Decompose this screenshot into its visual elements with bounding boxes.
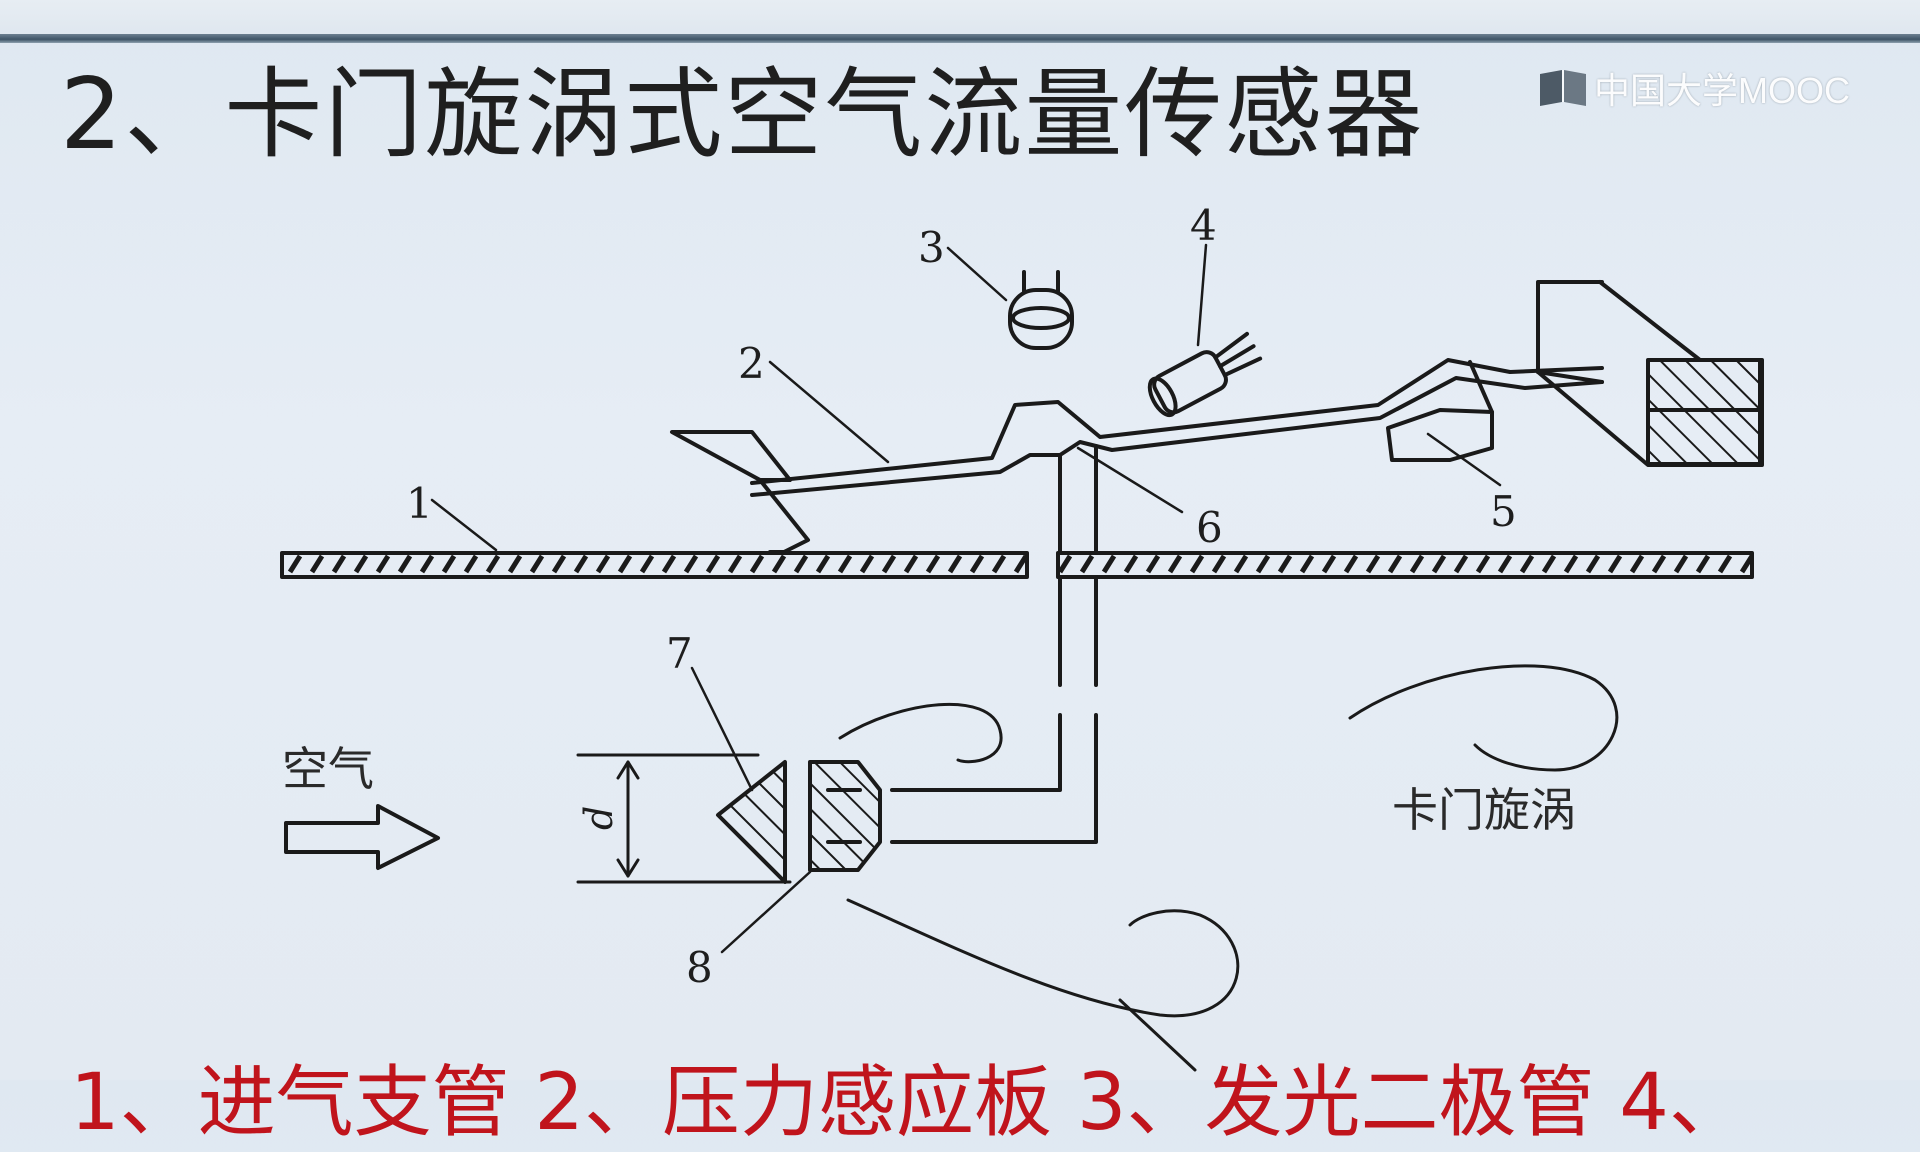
top-rule — [0, 34, 1920, 43]
karman-vortex-sensor-diagram: 1 2 3 4 5 6 7 8 d 空气 卡门旋涡 — [280, 201, 1764, 1072]
karman-vortex-curves — [838, 664, 1619, 1072]
dimension-d — [576, 753, 792, 884]
mooc-logo: 中国大学MOOC — [1538, 66, 1850, 111]
label-air: 空气 — [282, 742, 374, 796]
led-emitter — [1008, 270, 1074, 350]
air-flow-arrow — [284, 804, 440, 870]
mooc-book-icon — [1540, 70, 1586, 106]
label-karman-vortex: 卡门旋涡 — [1392, 783, 1576, 837]
label-part-3: 3 — [918, 223, 945, 272]
vortex-generator — [716, 760, 882, 884]
phototransistor — [1147, 331, 1263, 418]
slide-title: 2、卡门旋涡式空气流量传感器 — [60, 58, 1425, 172]
leader-lines — [430, 243, 1502, 954]
pressure-plate — [670, 358, 1604, 554]
label-part-5: 5 — [1490, 487, 1517, 536]
label-part-2: 2 — [738, 339, 765, 388]
part-labels: 1 2 3 4 5 6 7 8 d 空气 卡门旋涡 — [282, 201, 1576, 992]
intake-pipe-wall — [280, 551, 1754, 579]
top-band — [0, 0, 1920, 36]
label-part-8: 8 — [686, 943, 713, 992]
logo-text: 中国大学MOOC — [1594, 70, 1850, 111]
label-dimension-d: d — [577, 806, 621, 830]
support-block — [1386, 360, 1494, 462]
label-part-4: 4 — [1190, 201, 1217, 250]
bottom-caption: 1、进气支管 2、压力感应板 3、发光二极管 4、 — [70, 1058, 1747, 1148]
label-part-6: 6 — [1196, 503, 1223, 552]
label-part-7: 7 — [666, 629, 693, 678]
mounting-flange — [1536, 280, 1764, 467]
guide-tube — [890, 490, 1098, 844]
label-part-1: 1 — [406, 479, 433, 528]
